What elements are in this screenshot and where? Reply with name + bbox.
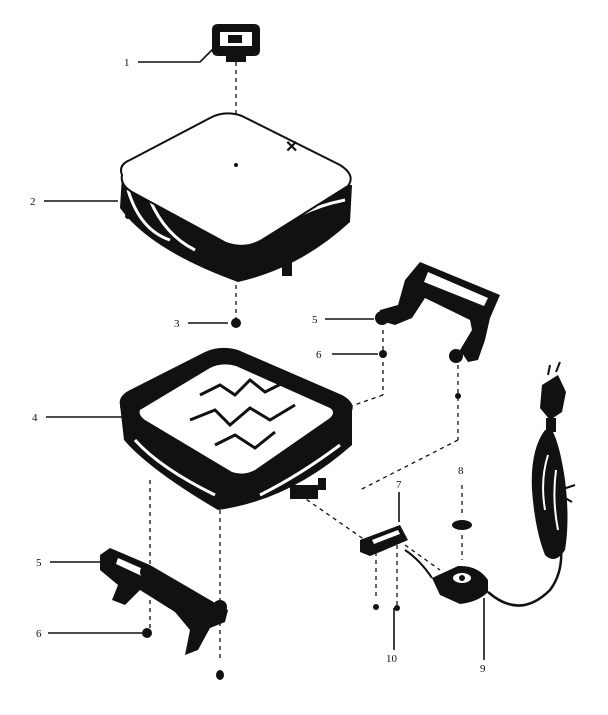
part-3-screw xyxy=(231,318,241,328)
part-8-washer xyxy=(452,520,472,530)
part-7-bracket xyxy=(360,525,408,610)
callout-6-upper: 6 xyxy=(316,349,322,361)
svg-text:✕: ✕ xyxy=(285,139,298,156)
part-1-knob xyxy=(212,24,260,62)
part-2-cover: ✕ xyxy=(120,112,352,282)
callout-8: 8 xyxy=(458,465,464,477)
callout-6-lower: 6 xyxy=(36,628,42,640)
part-4-pan xyxy=(119,347,353,510)
part-6-screws xyxy=(142,350,461,680)
assembly-guide-lines xyxy=(149,62,463,660)
callout-7: 7 xyxy=(396,479,402,491)
callout-10: 10 xyxy=(386,653,398,665)
callout-5-lower: 5 xyxy=(36,557,42,569)
callout-3: 3 xyxy=(174,318,180,330)
callout-labels: 1 2 3 4 5 6 5 6 7 8 9 10 xyxy=(30,57,486,675)
callout-4: 4 xyxy=(32,412,38,424)
leader-lines xyxy=(44,47,485,660)
callout-9: 9 xyxy=(480,663,486,675)
part-5-handle-lower xyxy=(100,548,228,655)
callout-5-upper: 5 xyxy=(312,314,318,326)
part-9-control-cord xyxy=(404,361,576,607)
part-5-handle-upper xyxy=(375,262,500,363)
callout-1: 1 xyxy=(124,57,130,69)
callout-2: 2 xyxy=(30,196,36,208)
part-10-screw xyxy=(394,605,400,611)
